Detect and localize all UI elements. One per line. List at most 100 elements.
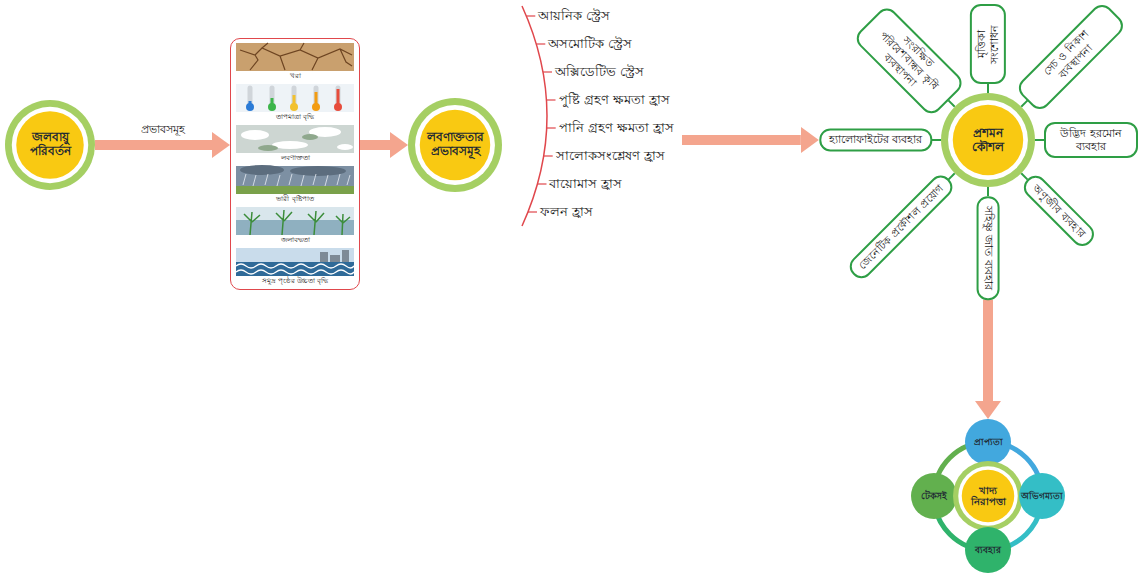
strategy-box: সহিষ্ণু জাত ব্যবহার <box>976 196 999 300</box>
flow-arrow <box>983 300 993 401</box>
circle-gap <box>958 466 1018 526</box>
spoke-line <box>932 139 941 141</box>
building <box>342 250 349 264</box>
strategy-box: সেচ ও নিকাশ ব্যবস্থাপনা <box>1015 0 1128 113</box>
drought-picture <box>236 43 354 71</box>
node-text: সংরক্ষিত পরিবেশবান্ধব কৃষি ব্যবস্থাপনা <box>862 14 955 107</box>
temperature-picture <box>236 84 354 112</box>
rain-cloud <box>290 166 346 176</box>
thermometer-tube <box>248 88 253 104</box>
pillar-circle: প্রাপ্যতা <box>965 419 1011 465</box>
hub-circle: প্রশমন কৌশল <box>941 93 1035 187</box>
thermometer-level <box>337 89 340 105</box>
thermometer-tube <box>314 88 319 104</box>
effect-item: সালোকসংশ্লেষণ হ্রাস <box>556 148 665 164</box>
node-text: অণুজীব ব্যবহার <box>1030 182 1088 240</box>
caption-text: তাপমাত্রা বৃদ্ধি <box>231 113 359 122</box>
bracket-tick <box>547 127 556 128</box>
node-text: প্রাপ্যতা <box>967 437 1009 447</box>
sea-picture <box>236 248 354 276</box>
node-text: লবণাক্ততার প্রভাবসমূহ <box>424 131 486 159</box>
circle-core <box>420 110 491 181</box>
caption-text: খরা <box>231 72 359 81</box>
edge-label: প্রভাবসমূহ <box>139 123 187 137</box>
effect-item: অসমোটিক স্ট্রেস <box>548 36 632 52</box>
rain-cloud <box>240 165 284 175</box>
caption-text: জলাবদ্ধতা <box>231 236 359 245</box>
impact-panel: খরা তাপমাত্রা বৃদ্ধি লবণাক্ততা ভারী বৃষ্টিপ… <box>230 38 360 290</box>
node-text: প্রশমন কৌশল <box>957 126 1019 155</box>
bracket-tick <box>536 43 545 44</box>
spoke-line <box>987 84 989 93</box>
node-text: উদ্ভিদ হরমোন ব্যবহার <box>1054 127 1128 153</box>
node-text: সহিষ্ণু জাত ব্যবহার <box>981 206 994 290</box>
thermometer-bulb <box>246 103 254 111</box>
connector-group <box>95 84 1044 401</box>
sea-water <box>236 262 354 276</box>
bracket-tick <box>544 155 553 156</box>
thermometer-bulb <box>334 103 342 111</box>
pillar-circle: অভিগম্যতা <box>1019 473 1065 519</box>
circle-ring <box>953 461 1023 531</box>
spoke-line <box>948 173 954 179</box>
node-text: জেনেটিক প্রকৌশল প্রয়োগ <box>855 182 945 272</box>
circle-gap <box>415 105 495 185</box>
effect-item: পুষ্টি গ্রহণ ক্ষমতা হ্রাস <box>559 92 670 108</box>
circle-ring <box>941 93 1035 187</box>
thermometer-bulb <box>312 103 320 111</box>
crop-plants <box>244 210 350 235</box>
circle-ring <box>5 100 95 190</box>
caption-text: লবণাক্ততা <box>231 154 359 163</box>
flow-arrow <box>95 140 212 150</box>
spoke-line <box>1021 100 1027 106</box>
circle-core <box>962 470 1015 523</box>
spoke-line <box>948 100 954 106</box>
goal-circle: খাদ্য নিরাপত্তা <box>953 461 1023 531</box>
pillar-circle: টেকসই <box>911 473 957 519</box>
circle-gap <box>12 107 89 184</box>
field-strip <box>236 186 354 194</box>
effect-item: আয়নিক স্ট্রেস <box>538 8 610 24</box>
salt-patch <box>241 130 269 140</box>
strategy-box: জেনেটিক প্রকৌশল প্রয়োগ <box>845 172 957 284</box>
thermometer-tube <box>336 88 341 104</box>
node-text: টেকসই <box>913 491 955 501</box>
node-text: অভিগম্যতা <box>1021 491 1063 501</box>
node-text: ব্যবহার <box>967 545 1009 555</box>
bracket-tick <box>526 15 535 16</box>
caption-text: সমুদ্র পৃষ্ঠের উচ্চতা বৃদ্ধি <box>231 277 359 286</box>
strategy-box: অণুজীব ব্যবহার <box>1019 171 1099 251</box>
cause-circle: জলবায়ু পরিবর্তন <box>5 100 95 190</box>
spoke-line <box>1035 139 1044 141</box>
caption-text: ভারী বৃষ্টিপাত <box>231 195 359 204</box>
thermometer-bulb <box>290 103 298 111</box>
circle-fill <box>965 527 1011 573</box>
salinity-picture <box>236 125 354 153</box>
node-text: হ্যালোফাইটের ব্যবহার <box>829 133 922 146</box>
effect-item: ফলন হ্রাস <box>540 204 593 220</box>
bracket-tick <box>538 183 547 184</box>
strategy-box: সংরক্ষিত পরিবেশবান্ধব কৃষি ব্যবস্থাপনা <box>852 4 966 118</box>
flood-water <box>236 220 354 235</box>
pillar-circle: ব্যবহার <box>965 527 1011 573</box>
bracket-tick <box>547 99 556 100</box>
circle-ring <box>408 98 502 192</box>
soil-crack <box>240 43 352 70</box>
circle-gap <box>948 100 1028 180</box>
spoke-line <box>987 187 989 196</box>
circle-core <box>953 105 1024 176</box>
thermometer-bulb <box>268 103 276 111</box>
bracket-tick <box>528 211 537 212</box>
effect-circle: লবণাক্ততার প্রভাবসমূহ আয়নিক স্ট্রেস অসমোট… <box>408 5 682 230</box>
thermometer-tube <box>292 88 297 104</box>
flow-arrow <box>682 135 801 145</box>
strategy-box: উদ্ভিদ হরমোন ব্যবহার <box>1044 122 1138 158</box>
circle-core <box>16 111 84 179</box>
thermometer-tube <box>270 88 275 104</box>
flow-arrow <box>360 140 390 150</box>
circle-fill <box>911 473 957 519</box>
strategy-box: হ্যালোফাইটের ব্যবহার <box>819 128 932 151</box>
circle-fill <box>965 419 1011 465</box>
effect-item: পানি গ্রহণ ক্ষমতা হ্রাস <box>559 120 674 136</box>
sea-waves <box>236 264 354 274</box>
